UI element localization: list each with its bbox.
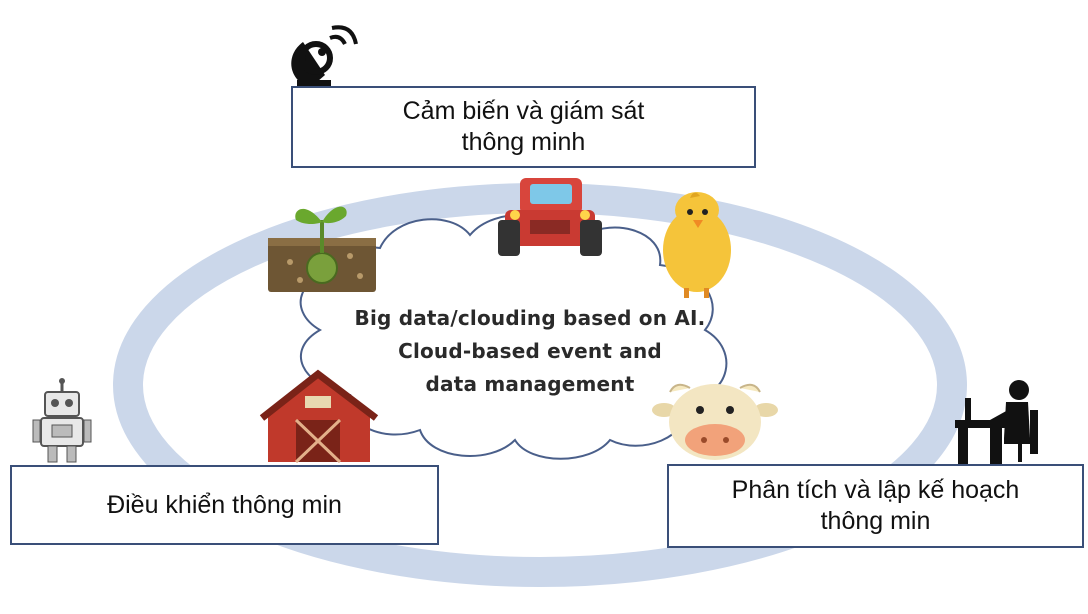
satellite-dish-icon: [291, 25, 358, 90]
person-at-desk-icon: [955, 380, 1038, 464]
analysis-planning-box: Phân tích và lập kế hoạch thông min: [667, 464, 1084, 548]
cloud-caption-line-1: Big data/clouding based on AI.: [354, 306, 706, 330]
control-box: Điều khiển thông min: [10, 465, 439, 545]
analysis-box-line-2: thông min: [820, 507, 931, 535]
sensing-box-line-2: thông minh: [461, 128, 586, 156]
cloud-caption: Big data/clouding based on AI. Cloud-bas…: [300, 302, 760, 401]
sensing-box-line-1: Cảm biến và giám sát: [402, 97, 645, 125]
sensing-monitoring-box: Cảm biến và giám sát thông minh: [291, 86, 756, 168]
cloud-caption-line-3: data management: [425, 372, 635, 396]
analysis-box-line-1: Phân tích và lập kế hoạch: [731, 476, 1020, 504]
cow-icon: [652, 383, 778, 460]
barn-icon: [259, 369, 379, 464]
control-box-line-1: Điều khiển thông min: [107, 490, 342, 519]
robot-icon: [32, 378, 92, 463]
chick-icon: [663, 192, 731, 298]
seedling-soil-icon: [268, 206, 376, 292]
tractor-icon: [498, 178, 602, 256]
cloud-caption-line-2: Cloud-based event and: [398, 339, 662, 363]
